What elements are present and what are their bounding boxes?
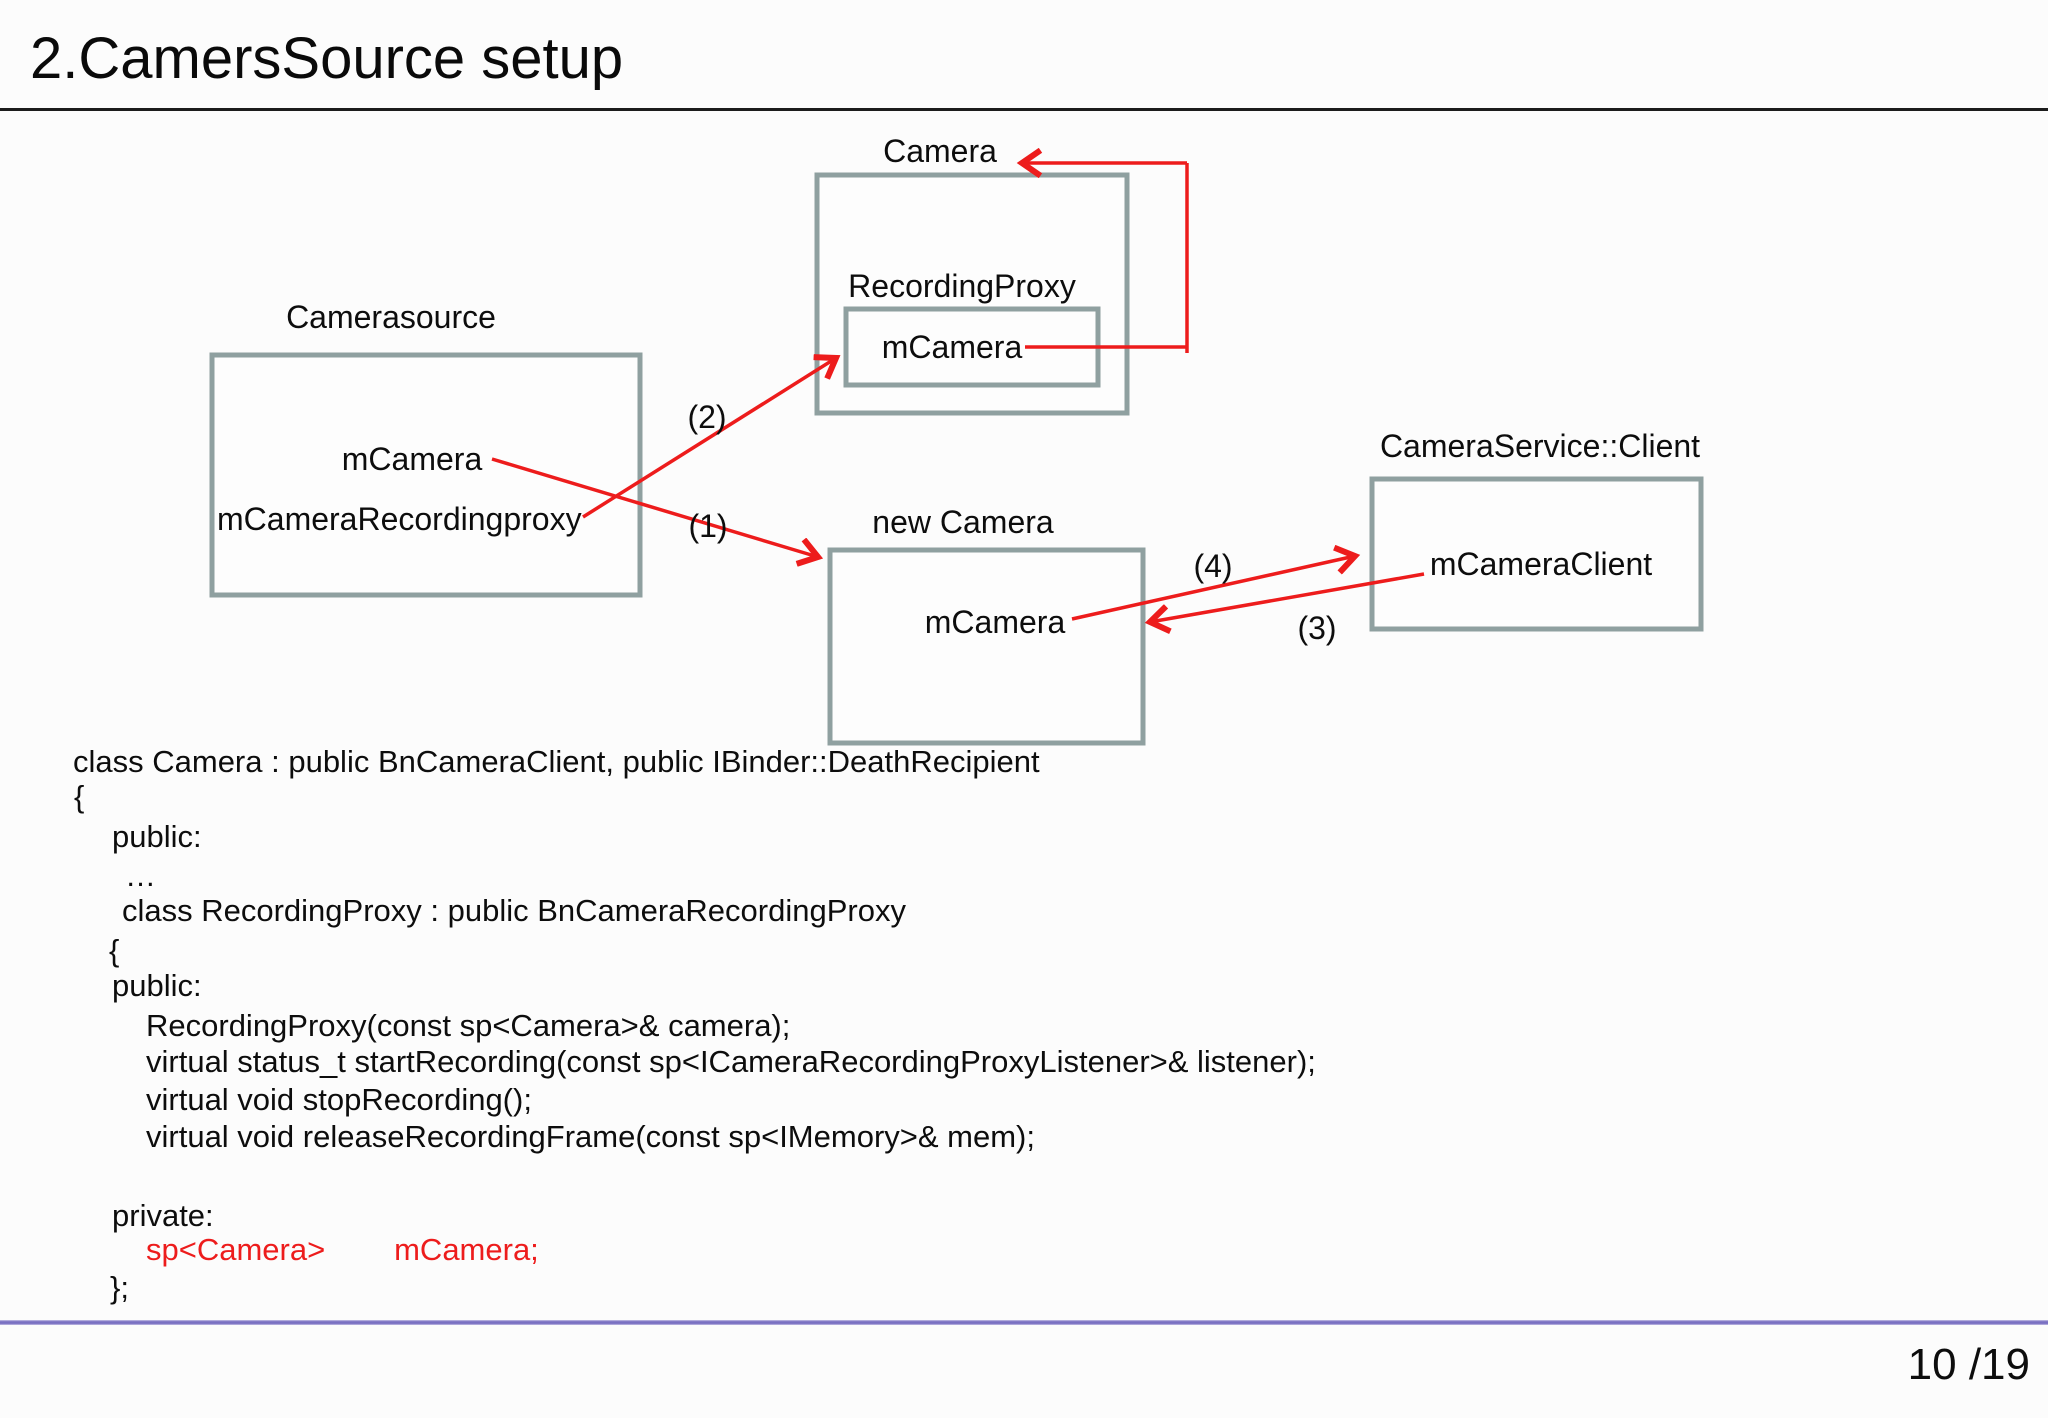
camerasource-label: Camerasource (286, 299, 496, 335)
code-line-highlight-red: sp<Camera> mCamera; (146, 1232, 539, 1267)
arrow-1-line (491, 457, 818, 557)
code-line: virtual status_t startRecording(const sp… (146, 1044, 1316, 1079)
code-line: }; (110, 1270, 129, 1305)
footer-divider (0, 1320, 2048, 1325)
code-line: { (109, 933, 120, 968)
camerasource-mcamerarecordingproxy-field: mCameraRecordingproxy (217, 501, 582, 537)
new-camera-box (827, 547, 1146, 746)
camera-label: Camera (883, 133, 997, 169)
code-line: class Camera : public BnCameraClient, pu… (73, 744, 1040, 779)
cameraservice-client-box (1369, 476, 1704, 632)
code-line: virtual void stopRecording(); (146, 1082, 532, 1117)
code-line: { (74, 779, 85, 814)
code-line: private: (112, 1198, 214, 1233)
camerasource-mcamera-field: mCamera (342, 441, 483, 477)
cameraservice-client-label: CameraService::Client (1380, 428, 1700, 464)
camerasource-box (209, 352, 643, 598)
arrow-1-label: (1) (688, 508, 727, 544)
code-line: public: (112, 968, 202, 1003)
slide-title: 2.CamersSource setup (30, 26, 624, 91)
new-camera-mcamera-field: mCamera (925, 604, 1066, 640)
arrow-2-label: (2) (687, 399, 726, 435)
arrow-4-label: (4) (1193, 548, 1232, 584)
arrow-3-label: (3) (1297, 610, 1336, 646)
cameraservice-mcameraclient-field: mCameraClient (1430, 546, 1652, 582)
code-line: … (125, 858, 156, 893)
arrow-4-line (1071, 556, 1355, 621)
arrow-3-line (1150, 572, 1425, 622)
mcamera-selfloop-line (1022, 163, 1189, 353)
page-number: 10 /19 (1907, 1340, 2030, 1389)
title-divider (0, 108, 2048, 111)
code-line: virtual void releaseRecordingFrame(const… (146, 1119, 1035, 1154)
code-line: RecordingProxy(const sp<Camera>& camera)… (146, 1008, 791, 1043)
code-line: class RecordingProxy : public BnCameraRe… (122, 893, 906, 928)
code-line: public: (112, 819, 202, 854)
arrow-2-line (582, 358, 836, 519)
recordingproxy-mcamera-field: mCamera (882, 329, 1023, 365)
recordingproxy-label: RecordingProxy (848, 268, 1076, 304)
new-camera-label: new Camera (872, 504, 1054, 540)
